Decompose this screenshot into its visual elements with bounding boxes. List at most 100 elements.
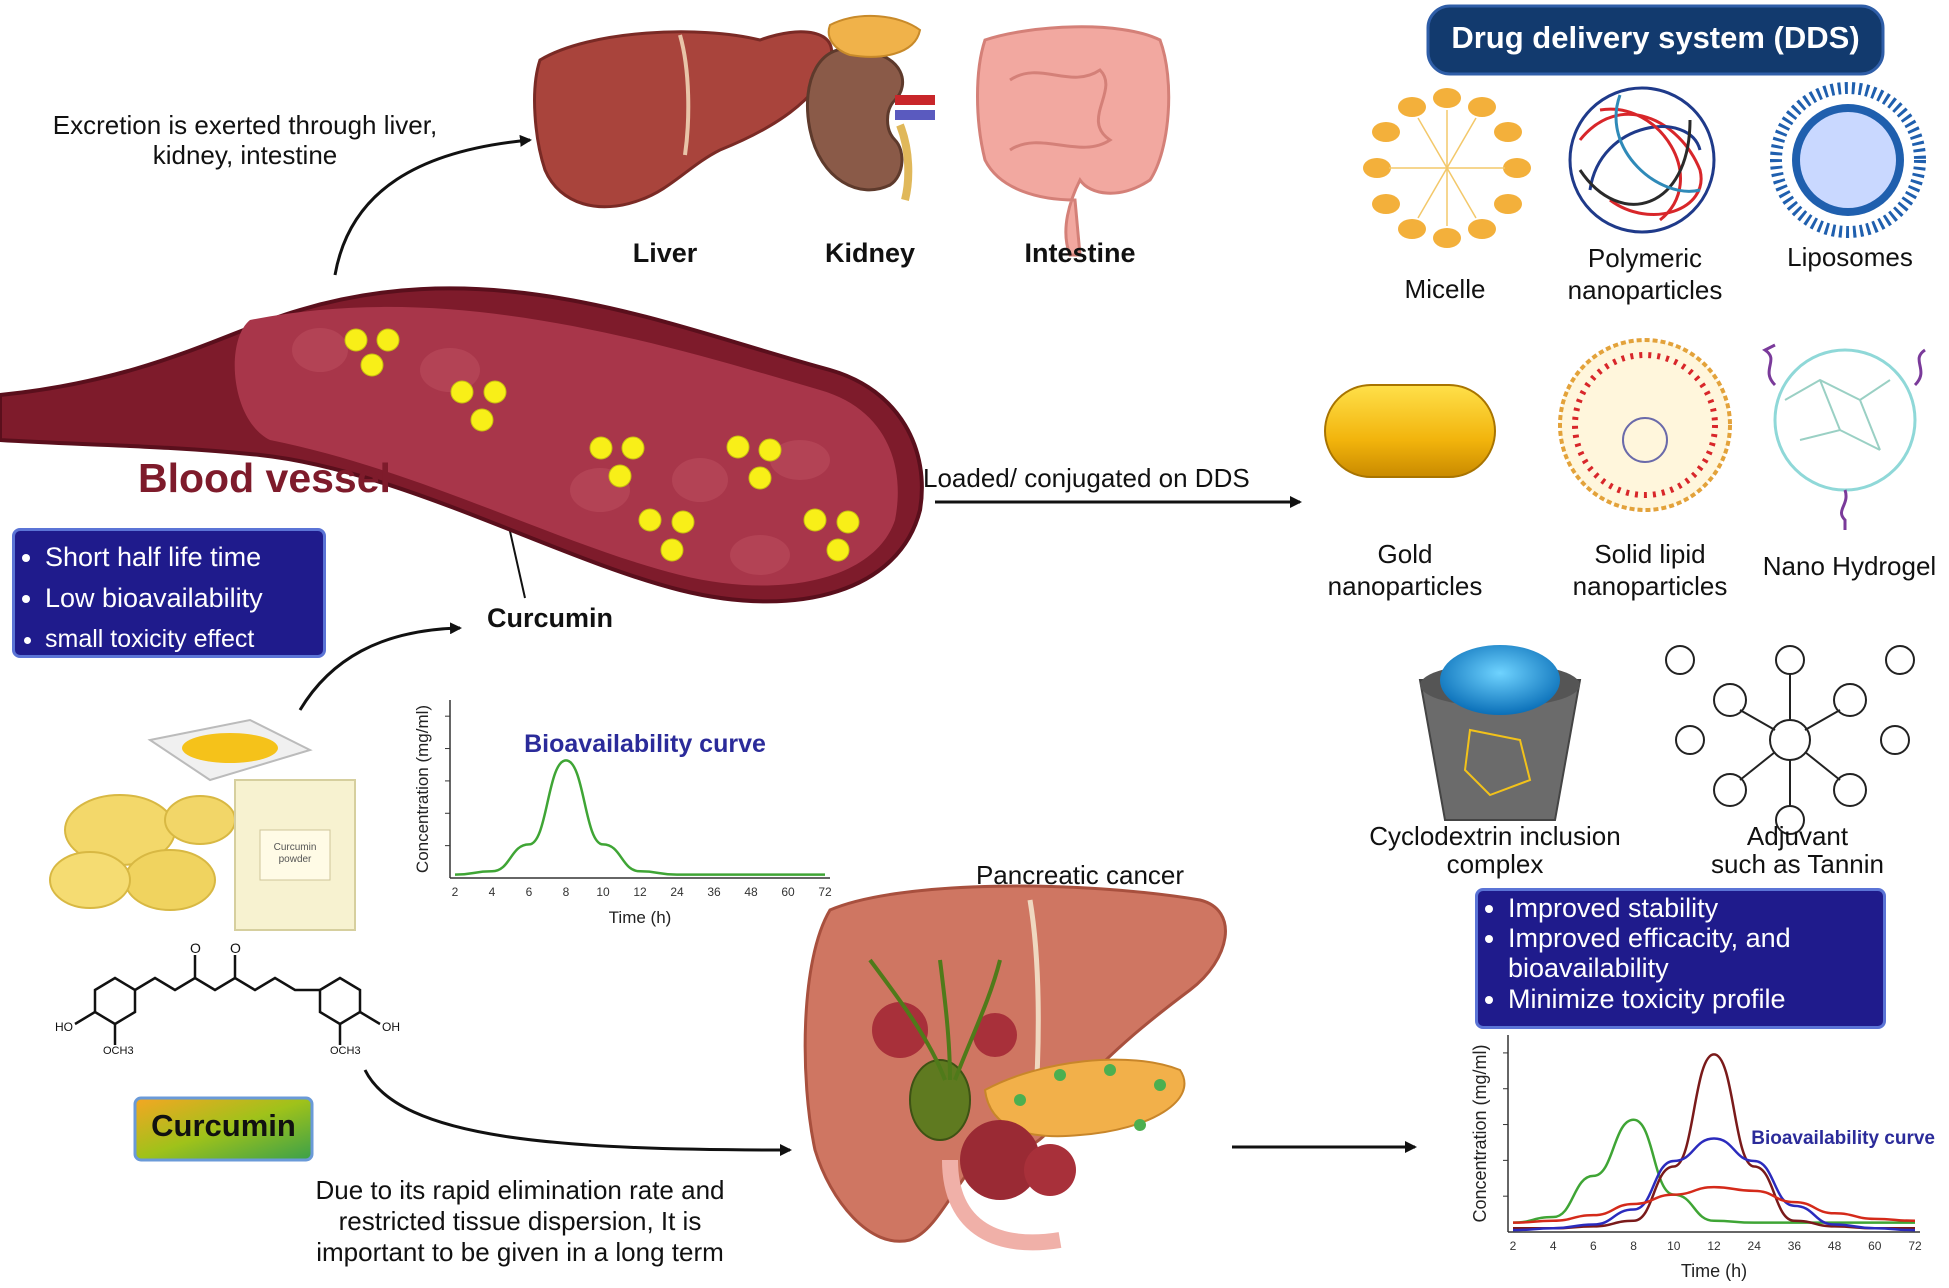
powder-bag-label: Curcumin powder [273, 842, 317, 865]
nano-hydrogel-illustration [1762, 343, 1926, 530]
elimination-note: Due to its rapid elimination rate and re… [270, 1175, 770, 1268]
curcumin-structure-illustration [74, 955, 381, 1045]
excretion-arrow [333, 134, 532, 276]
dds-title-box [1426, 4, 1885, 76]
elimination-note-line2: restricted tissue dispersion, It is [338, 1206, 702, 1236]
x-tick-label: 72 [1908, 1239, 1922, 1253]
curcumin-vessel-label: Curcumin [487, 603, 614, 633]
chart-title: Bioavailability curve [524, 730, 766, 758]
x-tick-label: 72 [818, 885, 832, 899]
structure-och3-left-label: OCH3 [103, 1045, 134, 1057]
limitation-item: Low bioavailability [45, 578, 323, 619]
x-tick-label: 36 [707, 885, 721, 899]
solid-lipid-label: Solid lipid nanoparticles [1550, 538, 1750, 602]
x-tick-label: 48 [744, 885, 758, 899]
x-tick-label: 8 [1630, 1239, 1637, 1253]
limitation-item: small toxicity effect [45, 619, 323, 660]
x-tick-label: 24 [670, 885, 684, 899]
nano-hydrogel-label: Nano Hydrogel [1762, 551, 1937, 581]
gold-label-line1: Gold [1377, 539, 1433, 569]
turmeric-root-illustration [49, 794, 236, 911]
polymeric-label: Polymeric nanoparticles [1545, 242, 1745, 306]
excretion-note: Excretion is exerted through liver, kidn… [52, 110, 438, 170]
adjuvant-label: Adjuvant such as Tannin [1680, 822, 1915, 878]
cyclodextrin-label-line1: Cyclodextrin inclusion [1369, 821, 1621, 851]
x-tick-label: 6 [526, 885, 533, 899]
tannin-structure-illustration [1665, 645, 1915, 835]
pancreatic-cancer-label: Pancreatic cancer [975, 860, 1185, 890]
benefit-item: Improved stability [1508, 893, 1883, 923]
pancreas-arrow [363, 1069, 792, 1156]
structure-o-right-label: O [230, 940, 241, 956]
x-tick-label: 60 [781, 885, 795, 899]
chart-title: Bioavailability curve [1751, 1128, 1935, 1149]
loaded-dds-label: Loaded/ conjugated on DDS [923, 463, 1250, 493]
liver-illustration [533, 30, 834, 209]
x-tick-label: 2 [452, 885, 459, 899]
x-axis-label: Time (h) [1681, 1261, 1747, 1281]
y-axis-label: Concentration (mg/ml) [1470, 1044, 1490, 1222]
kidney-illustration [805, 14, 935, 201]
series-line [1512, 1185, 1916, 1224]
structure-ho-label: HO [55, 1020, 73, 1034]
x-tick-label: 60 [1868, 1239, 1882, 1253]
polymeric-label-line2: nanoparticles [1567, 275, 1723, 305]
liposome-illustration [1770, 82, 1926, 238]
benefit-item: Improved efficacity, and bioavailability [1508, 923, 1883, 983]
curcumin-badge: Curcumin [151, 1108, 296, 1143]
series-line [454, 759, 825, 876]
cyclodextrin-label-line2: complex [1446, 849, 1544, 879]
micelle-label: Micelle [1404, 274, 1486, 304]
kidney-label: Kidney [824, 238, 916, 268]
x-tick-label: 24 [1748, 1239, 1762, 1253]
liver-label: Liver [632, 238, 698, 268]
solid-lipid-label-line2: nanoparticles [1572, 571, 1728, 601]
limitation-item: Short half life time [45, 537, 323, 578]
x-tick-label: 12 [1707, 1239, 1721, 1253]
powder-bag-illustration [234, 779, 356, 931]
x-tick-label: 8 [563, 885, 570, 899]
x-tick-label: 2 [1510, 1239, 1517, 1253]
x-tick-label: 12 [633, 885, 647, 899]
curcumin-arrow [298, 622, 462, 711]
gold-nanoparticle-illustration [1324, 384, 1496, 478]
adjuvant-label-line1: Adjuvant [1746, 821, 1849, 851]
structure-o-left-label: O [190, 940, 201, 956]
polymeric-label-line1: Polymeric [1587, 243, 1703, 273]
elimination-note-line1: Due to its rapid elimination rate and [315, 1175, 725, 1205]
cyclodextrin-label: Cyclodextrin inclusion complex [1335, 822, 1655, 878]
powder-dish-illustration [147, 718, 313, 782]
solid-lipid-nanoparticle-illustration [1558, 338, 1732, 512]
benefit-item: Minimize toxicity profile [1508, 983, 1883, 1015]
curcumin-badge-bg [133, 1096, 314, 1162]
micelle-illustration [1363, 88, 1531, 248]
series-line [1513, 1053, 1915, 1230]
x-tick-label: 36 [1788, 1239, 1802, 1253]
benefits-box: Improved stability Improved efficacity, … [1475, 888, 1886, 1029]
adjuvant-label-line2: such as Tannin [1711, 849, 1884, 879]
cyclodextrin-illustration [1418, 645, 1582, 821]
x-tick-label: 4 [1550, 1239, 1557, 1253]
liposomes-label: Liposomes [1787, 242, 1913, 272]
series-line [1512, 1118, 1915, 1224]
solid-lipid-label-line1: Solid lipid [1594, 539, 1706, 569]
x-tick-label: 10 [596, 885, 610, 899]
structure-oh-label: OH [382, 1020, 400, 1034]
y-axis-label: Concentration (mg/ml) [413, 705, 432, 873]
intestine-illustration [976, 25, 1171, 257]
x-tick-label: 48 [1828, 1239, 1842, 1253]
x-tick-label: 10 [1667, 1239, 1681, 1253]
limitations-box: Short half life time Low bioavailability… [12, 528, 326, 658]
pancreatic-cancer-illustration [803, 884, 1227, 1251]
x-axis-label: Time (h) [609, 908, 672, 927]
gold-label: Gold nanoparticles [1305, 538, 1505, 602]
dds-title: Drug delivery system (DDS) [1451, 20, 1860, 55]
elimination-note-line3: important to be given in a long term [316, 1237, 724, 1267]
intestine-label: Intestine [1024, 238, 1136, 268]
x-tick-label: 4 [489, 885, 496, 899]
structure-och3-right-label: OCH3 [330, 1045, 361, 1057]
blood-vessel-illustration [0, 286, 924, 604]
